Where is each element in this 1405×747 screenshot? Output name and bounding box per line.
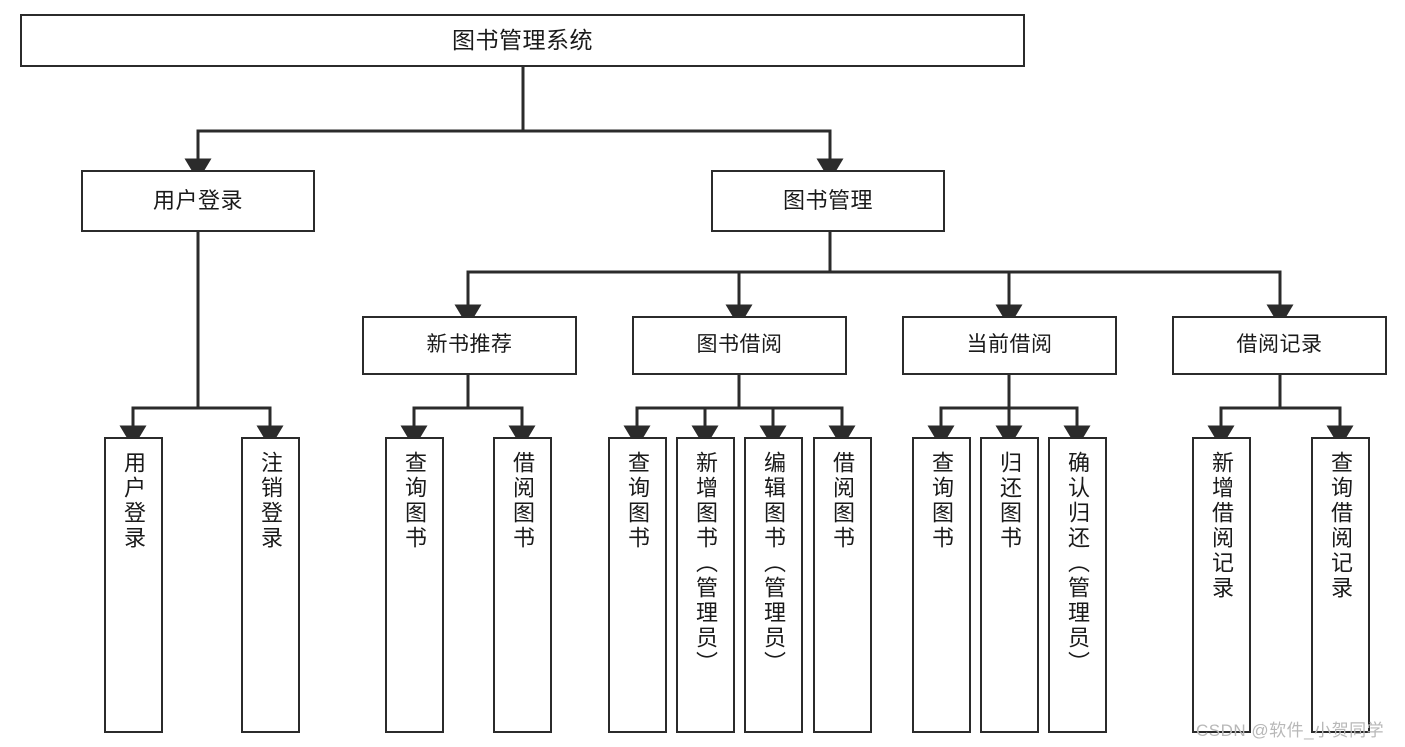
leaf-borrow-book-2[interactable]: 借阅图书 (813, 437, 872, 733)
node-current-borrow[interactable]: 当前借阅 (902, 316, 1117, 375)
leaf-logout-login-label: 注销登录 (258, 451, 283, 551)
leaf-add-book-label: 新增图书（管理员） (693, 451, 718, 676)
leaf-confirm-return-label: 确认归还（管理员） (1065, 451, 1090, 676)
node-book-borrow[interactable]: 图书借阅 (632, 316, 847, 375)
node-user-login[interactable]: 用户登录 (81, 170, 315, 232)
leaf-query-book-1-label: 查询图书 (402, 451, 427, 551)
node-new-book-recommend[interactable]: 新书推荐 (362, 316, 577, 375)
leaf-borrow-book-1[interactable]: 借阅图书 (493, 437, 552, 733)
node-new-book-recommend-label: 新书推荐 (426, 333, 513, 357)
leaf-edit-book[interactable]: 编辑图书（管理员） (744, 437, 803, 733)
node-book-borrow-label: 图书借阅 (696, 333, 783, 357)
node-book-manage[interactable]: 图书管理 (711, 170, 945, 232)
leaf-borrow-book-1-label: 借阅图书 (510, 451, 535, 551)
leaf-borrow-book-2-label: 借阅图书 (830, 451, 855, 551)
node-root[interactable]: 图书管理系统 (20, 14, 1025, 67)
leaf-edit-book-label: 编辑图书（管理员） (761, 451, 786, 676)
node-current-borrow-label: 当前借阅 (966, 333, 1053, 357)
leaf-query-borrow-record[interactable]: 查询借阅记录 (1311, 437, 1370, 733)
leaf-query-book-2[interactable]: 查询图书 (608, 437, 667, 733)
leaf-confirm-return[interactable]: 确认归还（管理员） (1048, 437, 1107, 733)
node-book-manage-label: 图书管理 (782, 188, 873, 214)
leaf-add-borrow-record[interactable]: 新增借阅记录 (1192, 437, 1251, 733)
leaf-query-borrow-record-label: 查询借阅记录 (1328, 451, 1353, 601)
leaf-add-book[interactable]: 新增图书（管理员） (676, 437, 735, 733)
node-borrow-record[interactable]: 借阅记录 (1172, 316, 1387, 375)
leaf-query-book-3[interactable]: 查询图书 (912, 437, 971, 733)
leaf-query-book-2-label: 查询图书 (625, 451, 650, 551)
node-root-label: 图书管理系统 (452, 26, 593, 53)
leaf-query-book-3-label: 查询图书 (929, 451, 954, 551)
leaf-user-login[interactable]: 用户登录 (104, 437, 163, 733)
leaf-add-borrow-record-label: 新增借阅记录 (1209, 451, 1234, 601)
leaf-logout-login[interactable]: 注销登录 (241, 437, 300, 733)
leaf-query-book-1[interactable]: 查询图书 (385, 437, 444, 733)
node-borrow-record-label: 借阅记录 (1236, 333, 1323, 357)
leaf-return-book-label: 归还图书 (997, 451, 1022, 551)
leaf-return-book[interactable]: 归还图书 (980, 437, 1039, 733)
node-user-login-label: 用户登录 (152, 188, 243, 214)
watermark: CSDN @软件_小贺同学 (1196, 721, 1385, 740)
leaf-user-login-label: 用户登录 (121, 451, 146, 551)
